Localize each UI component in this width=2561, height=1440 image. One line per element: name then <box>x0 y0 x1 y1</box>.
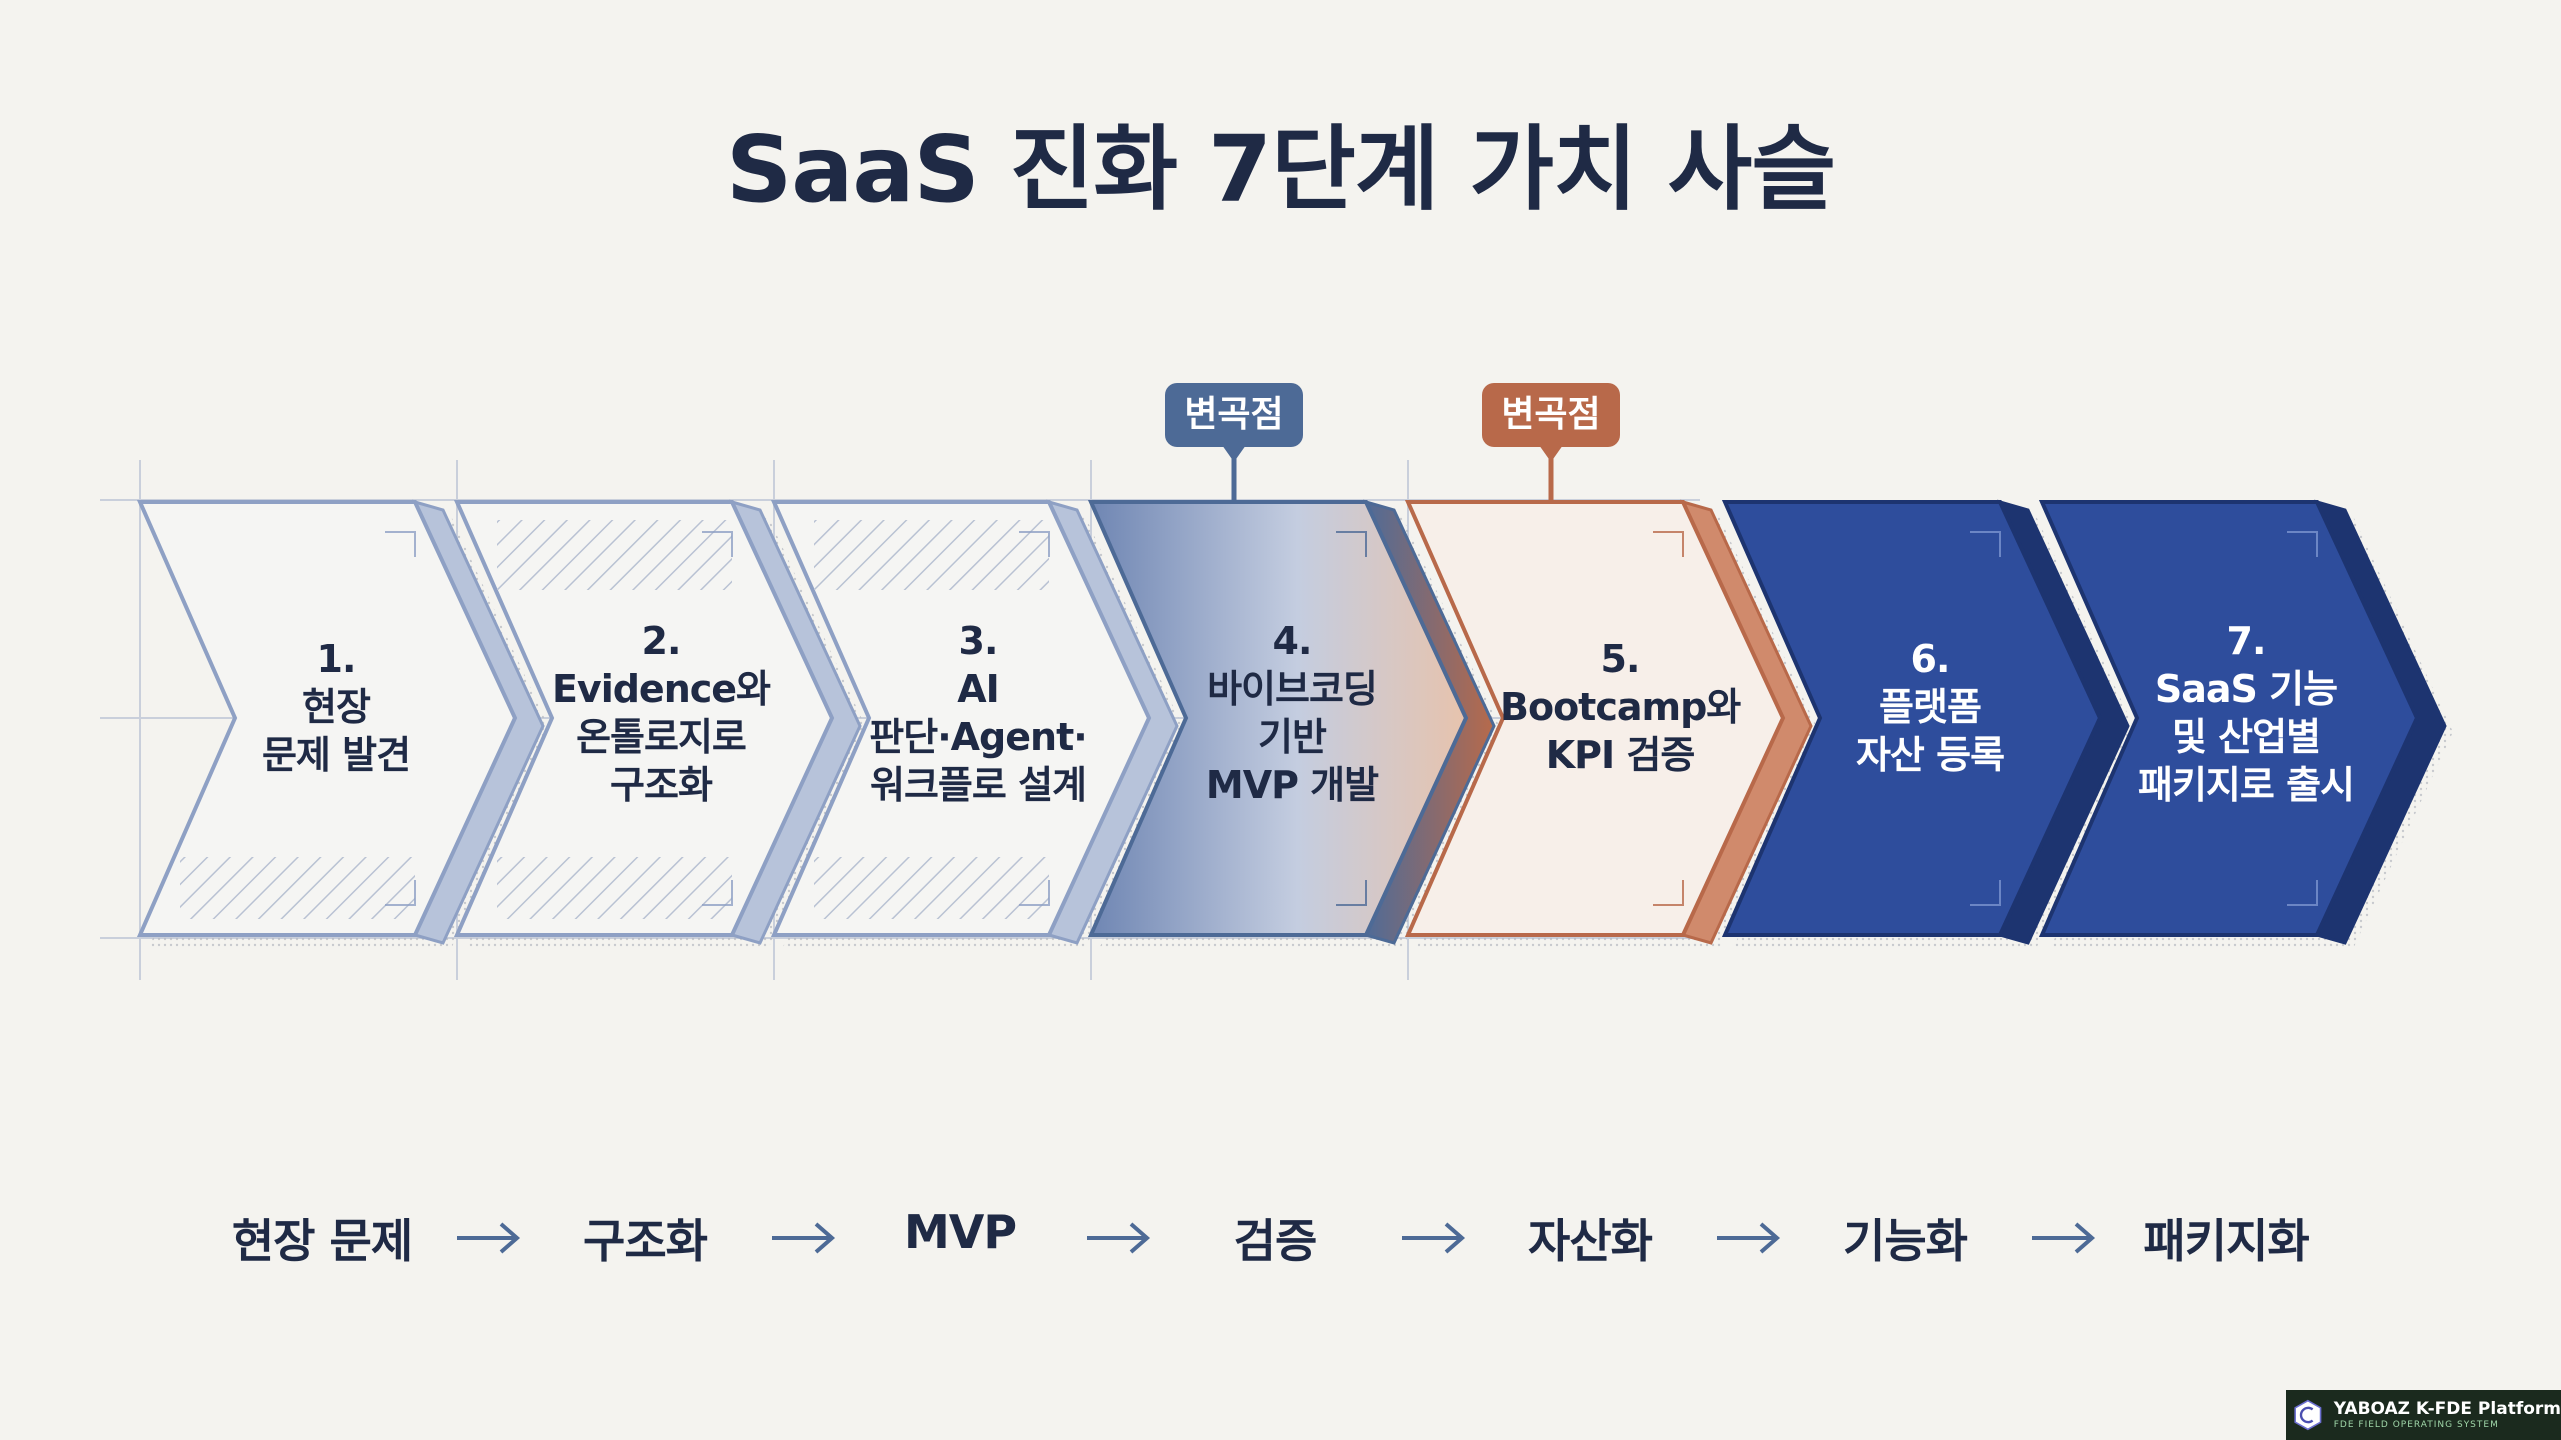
step-7-text: 7. SaaS 기능 및 산업별 패키지로 출시 <box>2138 619 2355 807</box>
inflection-flag-step-5: 변곡점 <box>1482 383 1620 447</box>
step-2-corner-mark <box>702 880 733 906</box>
step-5-corner-mark <box>1653 531 1684 557</box>
step-1-text: 1. 현장 문제 발견 <box>261 637 411 777</box>
flow-label-assetization: 자산화 <box>1528 1214 1653 1268</box>
arrow-right-icon <box>772 1222 836 1254</box>
arrow-right-icon <box>1717 1222 1781 1254</box>
step-3-corner-mark <box>1019 880 1050 906</box>
arrow-right-icon <box>457 1222 521 1254</box>
step-5-chevron <box>1404 500 1786 937</box>
step-3-hatch-top <box>814 520 1049 590</box>
flow-label-featurization: 기능화 <box>1843 1214 1968 1268</box>
step-2-corner-mark <box>702 531 733 557</box>
arrow-right-icon <box>1087 1222 1151 1254</box>
step-5-corner-mark <box>1653 880 1684 906</box>
step-4-text: 4. 바이브코딩 기반 MVP 개발 <box>1205 619 1379 807</box>
step-7-corner-mark <box>2287 880 2318 906</box>
chevron-steps <box>100 460 2453 980</box>
step-1-hatch-bottom <box>180 857 415 919</box>
step-3-chevron <box>770 500 1152 937</box>
step-1-chevron <box>136 500 518 937</box>
step-2-text: 2. Evidence와 온톨로지로 구조화 <box>551 619 771 807</box>
inflection-flag-step-4: 변곡점 <box>1165 383 1303 447</box>
step-4-chevron <box>1087 500 1469 937</box>
flow-label-field-problem: 현장 문제 <box>231 1214 413 1268</box>
step-7-corner-mark <box>2287 531 2318 557</box>
step-5-text: 5. Bootcamp와 KPI 검증 <box>1500 637 1741 777</box>
arrow-right-icon <box>1402 1222 1466 1254</box>
step-2-chevron <box>453 500 835 937</box>
step-3-text: 3. AI 판단·Agent· 워크플로 설계 <box>869 619 1087 807</box>
arrow-right-icon <box>2032 1222 2096 1254</box>
step-4-corner-mark <box>1336 880 1367 906</box>
step-7-chevron <box>2038 500 2420 937</box>
diagram-title: SaaS 진화 7단계 가치 사슬 <box>726 116 1836 223</box>
step-6-corner-mark <box>1970 531 2001 557</box>
brand-subtitle: FDE FIELD OPERATING SYSTEM <box>2333 1420 2499 1430</box>
brand-logo-icon <box>2294 1399 2322 1431</box>
step-6-text: 6. 플랫폼 자산 등록 <box>1855 637 2005 777</box>
step-6-corner-mark <box>1970 880 2001 906</box>
brand-name: YABOAZ K-FDE Platform <box>2333 1399 2561 1419</box>
step-4-corner-mark <box>1336 531 1367 557</box>
inflection-flags <box>1222 445 1563 500</box>
flow-label-structuring: 구조화 <box>583 1214 708 1268</box>
step-3-corner-mark <box>1019 531 1050 557</box>
step-6-chevron <box>1721 500 2103 937</box>
brand-badge: YABOAZ K-FDE Platform FDE FIELD OPERATIN… <box>2286 1390 2561 1440</box>
flow-label-packaging: 패키지화 <box>2143 1214 2309 1268</box>
step-1-corner-mark <box>385 531 416 557</box>
step-2-hatch-bottom <box>497 857 732 919</box>
flag-pointer <box>1222 445 1246 462</box>
flow-label-validation: 검증 <box>1233 1214 1318 1268</box>
flag-pointer <box>1539 445 1563 462</box>
step-1-corner-mark <box>385 880 416 906</box>
step-2-hatch-top <box>497 520 732 590</box>
step-3-hatch-bottom <box>814 857 1049 919</box>
flow-label-mvp: MVP <box>903 1205 1017 1259</box>
